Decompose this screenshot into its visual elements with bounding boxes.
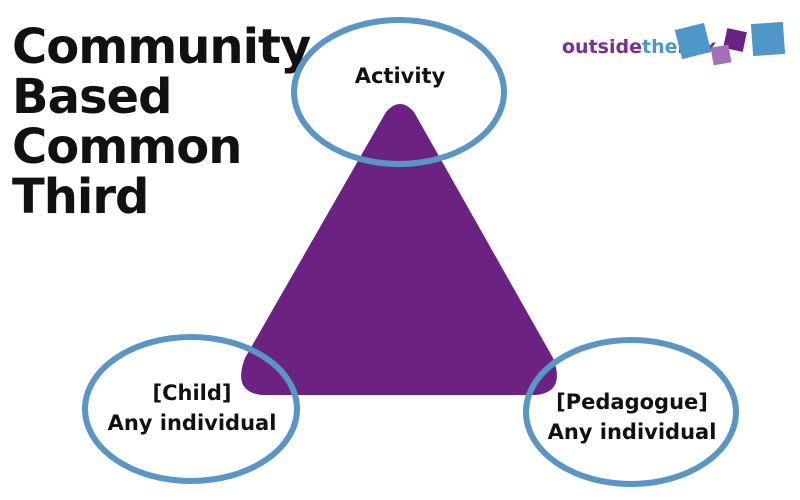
diagram-title: Community Based Common Third bbox=[12, 19, 311, 225]
common-third-triangle bbox=[241, 104, 557, 395]
title-line: Community bbox=[12, 19, 311, 75]
title-line: Based bbox=[12, 69, 172, 125]
outside-the-box-logo: outsidethebox bbox=[562, 18, 792, 78]
child-ellipse bbox=[82, 334, 300, 484]
logo-part-outside: outside bbox=[562, 36, 642, 58]
logo-squares-icon bbox=[674, 21, 786, 66]
title-line: Third bbox=[12, 169, 149, 225]
child-desc: Any individual bbox=[107, 411, 277, 435]
pedagogue-label: [Pedagogue] Any individual bbox=[527, 387, 737, 447]
title-line: Common bbox=[12, 119, 242, 175]
logo-part-the: the bbox=[641, 36, 678, 58]
pedagogue-desc: Any individual bbox=[547, 420, 717, 444]
child-role: [Child] bbox=[152, 381, 232, 405]
child-label: [Child] Any individual bbox=[92, 378, 292, 438]
pedagogue-ellipse bbox=[523, 337, 739, 487]
activity-label: Activity bbox=[354, 64, 446, 88]
activity-ellipse bbox=[291, 17, 507, 167]
pedagogue-role: [Pedagogue] bbox=[556, 390, 708, 414]
